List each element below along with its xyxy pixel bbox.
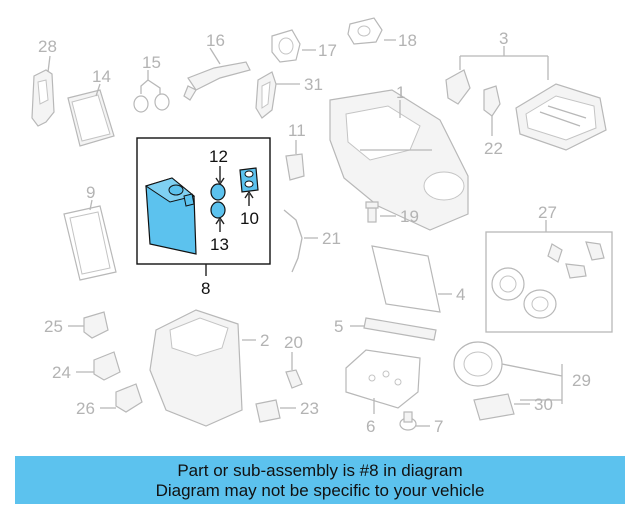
part-26: 26: [76, 383, 143, 418]
callout-12: 12: [209, 147, 228, 166]
part-15: 15: [133, 53, 170, 113]
part-19: 19: [365, 201, 419, 226]
callout-25: 25: [44, 317, 63, 336]
callout-31: 31: [304, 75, 323, 94]
part-11: 11: [285, 121, 306, 181]
callout-7: 7: [434, 417, 443, 436]
callout-23: 23: [300, 399, 319, 418]
callout-8: 8: [201, 279, 210, 298]
o-ring-12: [210, 183, 226, 201]
callout-18: 18: [398, 31, 417, 50]
part-31: 31: [255, 71, 323, 119]
info-banner: Part or sub-assembly is #8 in diagram Di…: [15, 456, 625, 504]
part-23: 23: [255, 399, 319, 423]
part-2: 2: [149, 309, 269, 427]
callout-17: 17: [318, 41, 337, 60]
part-7: 7: [399, 411, 443, 436]
callout-10: 10: [240, 209, 259, 228]
callout-15: 15: [142, 53, 161, 72]
callout-19: 19: [400, 207, 419, 226]
part-8-evaporator-kit[interactable]: 12 13 10 8: [136, 137, 271, 298]
part-5: 5: [334, 317, 437, 341]
callout-28: 28: [38, 37, 57, 56]
callout-14: 14: [92, 67, 111, 86]
callout-11: 11: [288, 121, 306, 140]
callout-13: 13: [210, 235, 229, 254]
part-28: 28: [31, 37, 57, 127]
banner-line-2: Diagram may not be specific to your vehi…: [155, 481, 485, 500]
part-3: 3: [445, 29, 549, 105]
callout-3: 3: [499, 29, 508, 48]
o-ring-13: [210, 201, 226, 219]
callout-5: 5: [334, 317, 343, 336]
callout-2: 2: [260, 331, 269, 350]
callout-30: 30: [534, 395, 553, 414]
callout-20: 20: [284, 333, 303, 352]
part-27: 27: [485, 203, 613, 333]
callout-9: 9: [86, 183, 95, 202]
part-24: 24: [52, 351, 121, 382]
part-20: 20: [284, 333, 303, 389]
callout-16: 16: [206, 31, 225, 50]
callout-24: 24: [52, 363, 71, 382]
callout-1: 1: [396, 83, 405, 102]
part-1: 1: [329, 83, 469, 231]
banner-line-1: Part or sub-assembly is #8 in diagram: [177, 461, 463, 480]
callout-26: 26: [76, 399, 95, 418]
callout-4: 4: [456, 285, 465, 304]
part-4: 4: [371, 245, 465, 313]
part-30: 30: [473, 393, 553, 421]
part-9: 9: [63, 183, 117, 281]
part-25: 25: [44, 311, 109, 339]
part-22: 22: [483, 85, 503, 158]
part-16: 16: [183, 31, 251, 101]
part-21: 21: [283, 209, 341, 273]
callout-22: 22: [484, 139, 503, 158]
part-18: 18: [347, 17, 417, 50]
callout-21: 21: [322, 229, 341, 248]
part-17: 17: [271, 29, 337, 63]
callout-27: 27: [538, 203, 557, 222]
callout-29: 29: [572, 371, 591, 390]
part-3-duct: [515, 83, 607, 151]
part-29: 29: [453, 341, 591, 404]
parts-diagram: 28 14 15 16 17 18 31: [31, 17, 613, 436]
part-14: 14: [67, 67, 115, 147]
callout-6: 6: [366, 417, 375, 436]
part-6: 6: [345, 349, 421, 436]
